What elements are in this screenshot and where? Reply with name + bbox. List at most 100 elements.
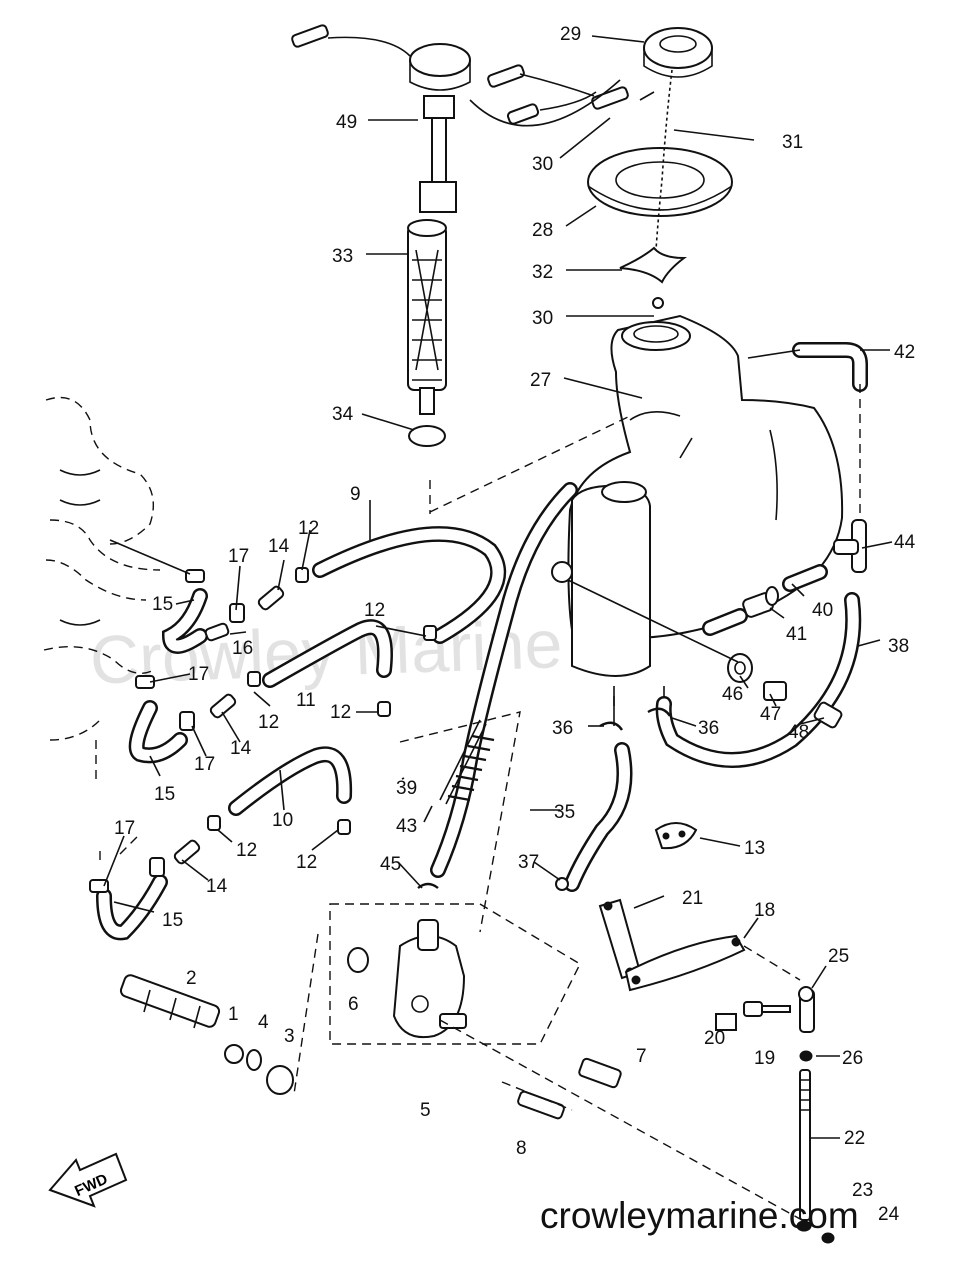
label-19: 19 bbox=[754, 1048, 775, 1069]
spring-39 bbox=[439, 719, 495, 805]
label-13: 13 bbox=[744, 838, 765, 859]
label-14c: 14 bbox=[206, 876, 228, 897]
oil-filter-33 bbox=[407, 219, 447, 415]
hose-15-middle bbox=[128, 700, 188, 764]
clip-36-left bbox=[599, 721, 623, 731]
clip-30-lower bbox=[652, 297, 664, 309]
label-23: 23 bbox=[852, 1180, 873, 1201]
hose-tank-bottom bbox=[702, 608, 748, 636]
grommet-46 bbox=[727, 653, 753, 683]
label-6: 6 bbox=[348, 994, 359, 1015]
label-12c: 12 bbox=[258, 712, 279, 733]
label-12f: 12 bbox=[296, 852, 317, 873]
collar-20 bbox=[715, 1013, 737, 1031]
hose-40 bbox=[782, 564, 828, 592]
joint-16 bbox=[204, 622, 230, 642]
label-35: 35 bbox=[554, 802, 575, 823]
link-rod-21 bbox=[598, 898, 642, 980]
label-10: 10 bbox=[272, 810, 293, 831]
label-3: 3 bbox=[284, 1026, 295, 1047]
label-44: 44 bbox=[894, 532, 916, 553]
label-8: 8 bbox=[516, 1138, 527, 1159]
bolt-19 bbox=[743, 1001, 791, 1017]
fitting-41 bbox=[742, 586, 779, 618]
rod-22 bbox=[799, 1069, 811, 1221]
label-4: 4 bbox=[258, 1012, 269, 1033]
oil-pump-5 bbox=[329, 903, 581, 1045]
joint-37 bbox=[555, 877, 569, 891]
hose-9 bbox=[312, 526, 507, 644]
wire-harness-30 bbox=[469, 64, 655, 127]
label-17b: 17 bbox=[188, 664, 209, 685]
label-31: 31 bbox=[782, 132, 803, 153]
label-27: 27 bbox=[530, 370, 551, 391]
label-41: 41 bbox=[786, 624, 807, 645]
hose-15-upper bbox=[161, 588, 208, 654]
label-15b: 15 bbox=[154, 784, 175, 805]
hose-10 bbox=[228, 746, 353, 816]
label-17c: 17 bbox=[194, 754, 215, 775]
clip-45 bbox=[417, 882, 439, 889]
label-16: 16 bbox=[232, 638, 253, 659]
bolt-8 bbox=[517, 1090, 565, 1120]
fwd-arrow-icon: FWD bbox=[48, 1152, 128, 1208]
clip-36-right bbox=[647, 707, 671, 717]
label-1: 1 bbox=[228, 1004, 239, 1025]
label-32: 32 bbox=[532, 262, 553, 283]
label-26: 26 bbox=[842, 1048, 863, 1069]
label-48: 48 bbox=[788, 722, 809, 743]
ball-joint-25 bbox=[798, 986, 815, 1033]
hose-15-lower bbox=[96, 874, 168, 941]
o-ring-6 bbox=[347, 947, 369, 973]
label-5: 5 bbox=[420, 1100, 431, 1121]
nut-23 bbox=[796, 1220, 812, 1232]
clip-13 bbox=[654, 822, 698, 850]
label-47: 47 bbox=[760, 704, 781, 725]
bolt-7 bbox=[578, 1057, 622, 1089]
label-12d: 12 bbox=[330, 702, 351, 723]
oil-tank-27 bbox=[551, 314, 844, 706]
hose-38 bbox=[655, 592, 862, 768]
fuel-filters-14 bbox=[173, 585, 285, 865]
washer-24 bbox=[821, 1232, 835, 1244]
label-17a: 17 bbox=[228, 546, 249, 567]
label-29: 29 bbox=[560, 24, 581, 45]
label-49: 49 bbox=[336, 112, 357, 133]
label-30b: 30 bbox=[532, 308, 553, 329]
label-40: 40 bbox=[812, 600, 833, 621]
washer-1 bbox=[224, 1044, 244, 1064]
label-36b: 36 bbox=[698, 718, 719, 739]
filler-neck-28 bbox=[587, 147, 733, 217]
label-7: 7 bbox=[636, 1046, 647, 1067]
hose-35 bbox=[564, 742, 633, 892]
label-20: 20 bbox=[704, 1028, 725, 1049]
label-42: 42 bbox=[894, 342, 915, 363]
grommet-34 bbox=[408, 425, 446, 447]
label-38: 38 bbox=[888, 636, 909, 657]
drive-shaft-2 bbox=[119, 974, 221, 1029]
label-30a: 30 bbox=[532, 154, 553, 175]
label-39: 39 bbox=[396, 778, 417, 799]
label-18: 18 bbox=[754, 900, 775, 921]
label-25: 25 bbox=[828, 946, 849, 967]
oil-level-gauge-49 bbox=[291, 24, 471, 213]
seal-3 bbox=[266, 1065, 294, 1095]
label-9: 9 bbox=[350, 484, 361, 505]
part-labels: 1 2 3 4 5 6 7 8 9 10 11 12 12 12 12 12 1… bbox=[114, 24, 916, 1225]
nut-26 bbox=[799, 1050, 813, 1062]
hose-43 bbox=[430, 482, 578, 878]
label-43: 43 bbox=[396, 816, 417, 837]
cap-chain-31 bbox=[655, 69, 673, 251]
label-28: 28 bbox=[532, 220, 553, 241]
label-45: 45 bbox=[380, 854, 401, 875]
hose-11 bbox=[262, 619, 393, 688]
label-24: 24 bbox=[878, 1204, 900, 1225]
label-33: 33 bbox=[332, 246, 353, 267]
label-22: 22 bbox=[844, 1128, 865, 1149]
engine-block-outline bbox=[43, 396, 161, 780]
joint-44 bbox=[833, 519, 867, 573]
lever-18 bbox=[624, 934, 801, 992]
hose-42 bbox=[792, 342, 868, 392]
label-15c: 15 bbox=[162, 910, 183, 931]
